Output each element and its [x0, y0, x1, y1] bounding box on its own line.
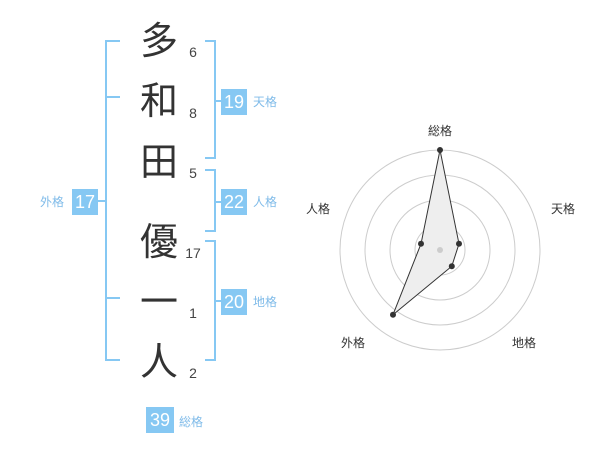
tenkaku-bracket	[205, 40, 216, 159]
gaikaku-value: 17	[72, 189, 98, 215]
stroke-count-4: 17	[185, 245, 201, 261]
tenkaku-label: 天格	[253, 95, 278, 109]
name-char-6: 人	[139, 340, 178, 384]
stroke-count-3: 5	[189, 165, 197, 181]
name-char-1: 多	[139, 19, 178, 63]
radar-axis-label-jinkaku: 人格	[306, 201, 330, 216]
name-char-2: 和	[139, 79, 178, 123]
jinkaku-bracket	[205, 169, 216, 232]
radar-center-point	[437, 247, 443, 253]
stroke-count-5: 1	[189, 305, 197, 321]
jinkaku-value: 22	[221, 189, 247, 215]
radar-axis-label-tenkaku: 天格	[551, 201, 575, 216]
radar-point-0	[437, 147, 443, 153]
stroke-count-2: 8	[189, 105, 197, 121]
radar-point-2	[448, 263, 455, 270]
stroke-count-1: 6	[189, 44, 197, 60]
soukaku-label: 総格	[179, 415, 204, 429]
radar-axis-label-soukaku: 総格	[428, 123, 452, 138]
name-char-3: 田	[139, 140, 178, 184]
radar-axis-label-chikaku: 地格	[512, 335, 536, 350]
chikaku-label: 地格	[253, 295, 278, 309]
radar-point-1	[456, 240, 462, 247]
name-char-5: 一	[139, 280, 178, 324]
soukaku-value: 39	[146, 407, 174, 433]
tenkaku-value: 19	[221, 89, 247, 115]
radar-point-3	[390, 311, 396, 318]
chikaku-value: 20	[221, 289, 247, 315]
name-char-4: 優	[139, 220, 178, 264]
radar-point-4	[418, 240, 424, 247]
radar-axis-label-gaikaku: 外格	[341, 335, 365, 350]
radar-polygon	[392, 149, 460, 316]
jinkaku-label: 人格	[253, 195, 278, 209]
gaikaku-label: 外格	[40, 195, 65, 209]
stroke-count-6: 2	[189, 365, 197, 381]
radar-points	[390, 147, 462, 318]
